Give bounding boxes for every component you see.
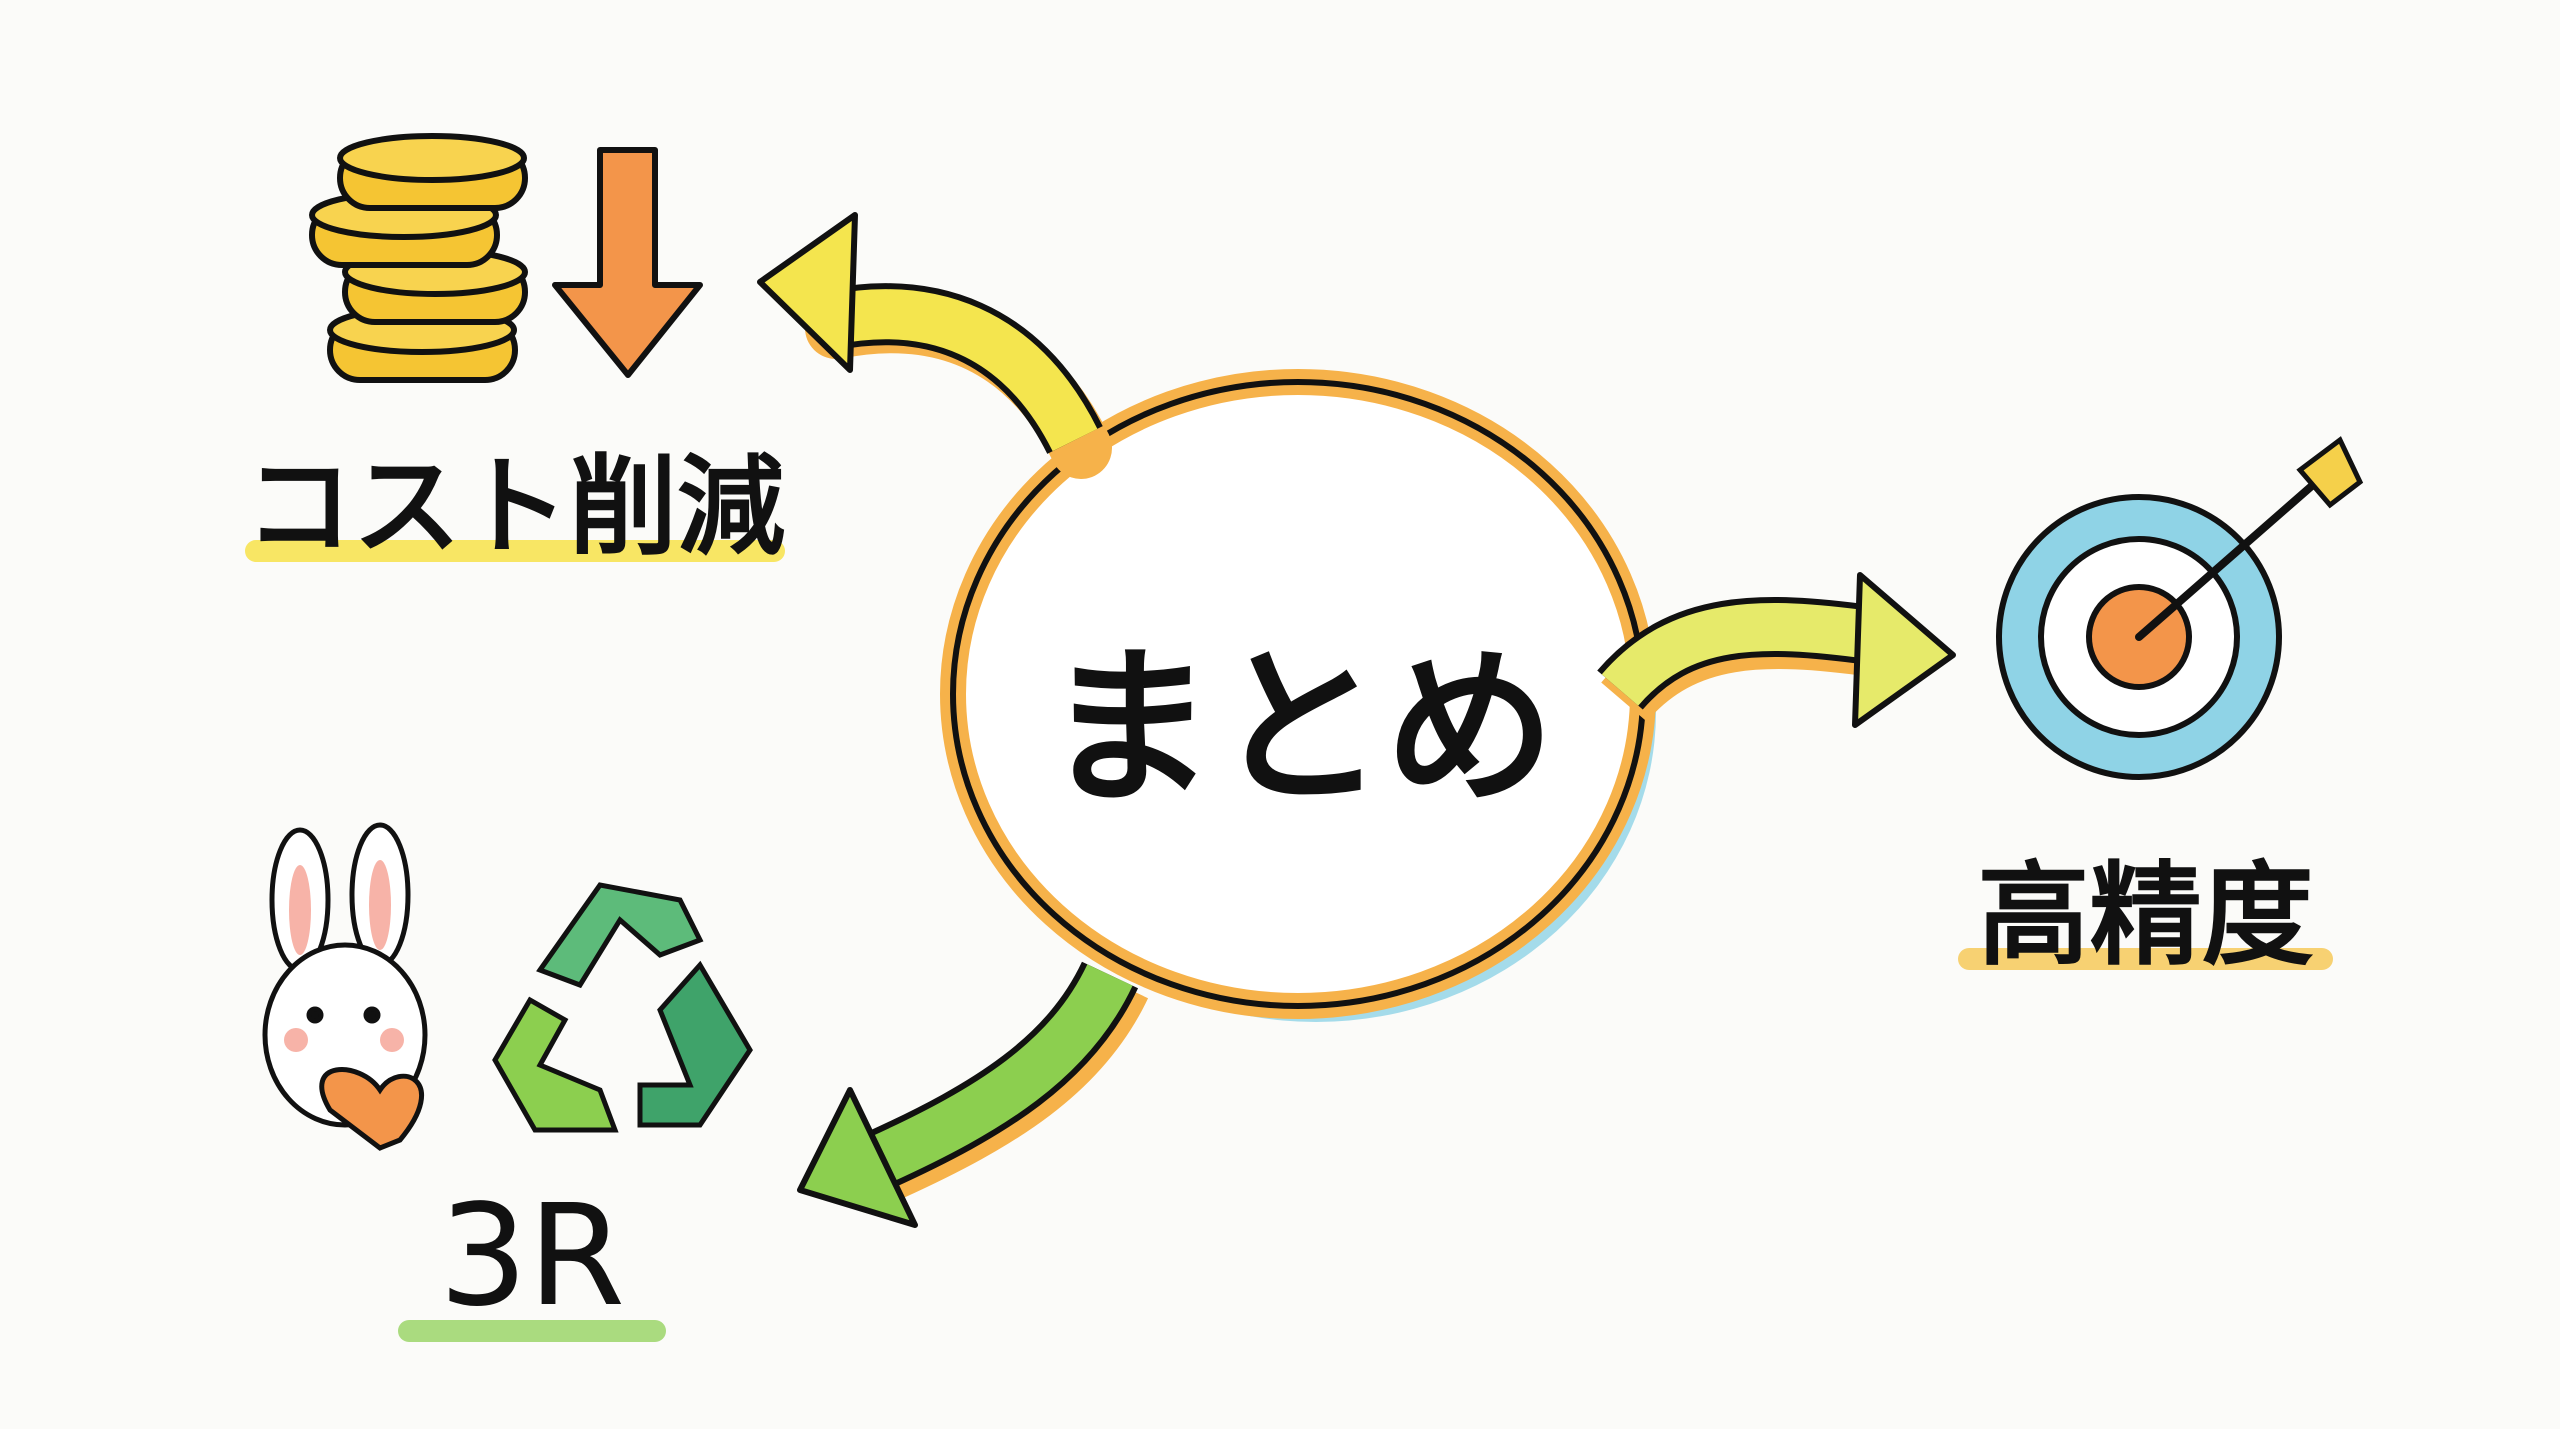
arrow-to-3r [797,961,1149,1228]
target-icon [1996,436,2364,780]
coins-icon [309,133,528,383]
3r-underline [398,1320,666,1342]
cost-reduction-label: コスト削減 [245,445,786,570]
rabbit-icon [262,822,428,1151]
down-arrow-icon [552,147,703,378]
high-precision-label: 高精度 [1977,851,2314,981]
arrow-to-high-precision [1597,572,1956,728]
recycle-icon [492,882,753,1133]
cost-reduction-underline [245,540,785,562]
center-label: まとめ [1044,630,1555,828]
high-precision-underline [1958,948,2333,970]
3r-label: 3R [438,1175,626,1338]
arrow-to-cost-reduction [757,212,1112,479]
